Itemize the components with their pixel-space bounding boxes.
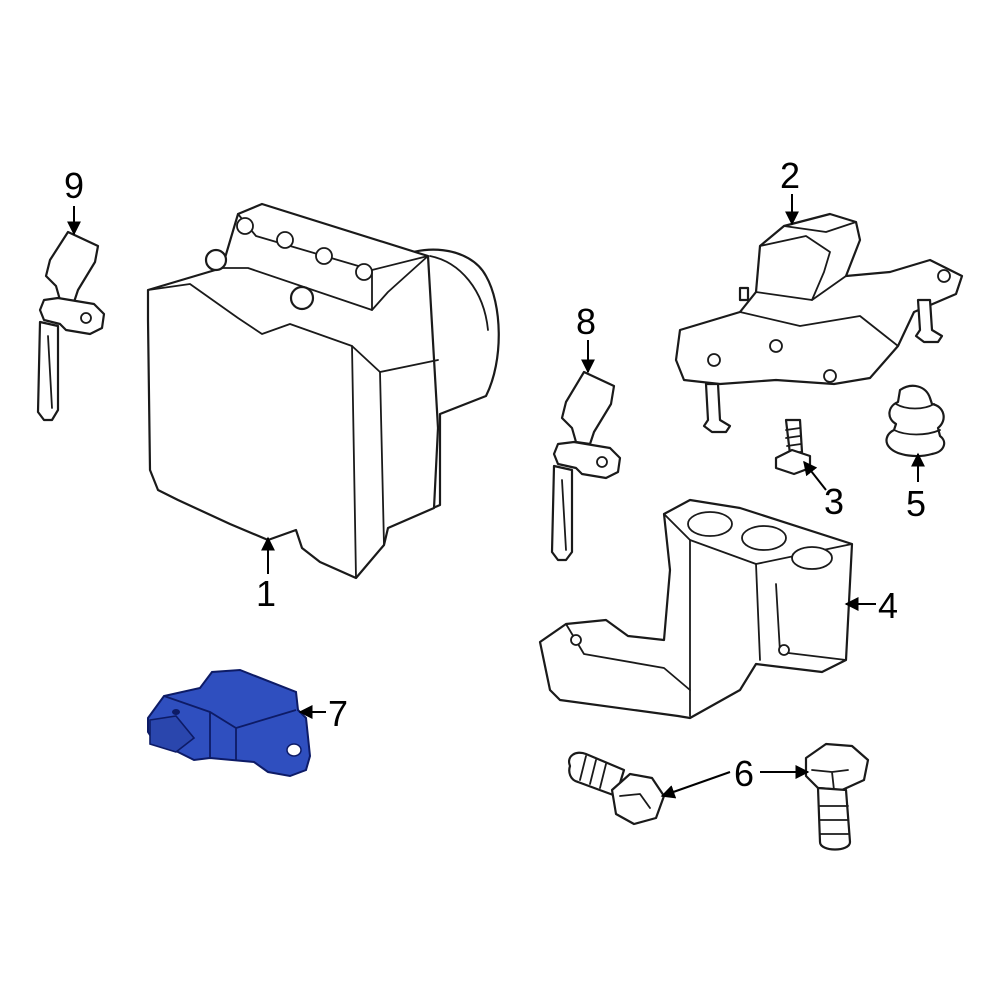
callout-4-label: 4 [878, 585, 898, 626]
part-3-bolt[interactable] [774, 418, 812, 476]
part-9-speed-sensor[interactable] [36, 230, 106, 422]
part-6-bolt-a[interactable] [568, 751, 666, 826]
callout-3-label: 3 [824, 481, 844, 522]
part-7-yaw-rate-sensor[interactable] [147, 668, 312, 778]
part-2-mounting-bracket[interactable] [674, 212, 964, 434]
callout-8: 8 [576, 301, 596, 374]
callout-7: 7 [298, 693, 348, 734]
callout-8-label: 8 [576, 301, 596, 342]
callout-6-label: 6 [734, 753, 754, 794]
part-4-support-bracket[interactable] [538, 498, 854, 720]
callout-9: 9 [64, 165, 84, 236]
part-1-abs-modulator[interactable] [146, 202, 500, 580]
callout-6: 6 [660, 753, 810, 799]
callout-1-label: 1 [256, 573, 276, 614]
callout-3: 3 [803, 460, 844, 522]
callout-4: 4 [844, 585, 898, 626]
part-6-bolt-b[interactable] [804, 742, 870, 851]
part-8-speed-sensor[interactable] [550, 370, 622, 562]
callout-2: 2 [780, 155, 800, 226]
callout-5: 5 [906, 452, 926, 524]
callout-1: 1 [256, 536, 276, 614]
part-5-insulator[interactable] [885, 384, 946, 458]
callout-7-label: 7 [328, 693, 348, 734]
callout-5-label: 5 [906, 483, 926, 524]
callout-2-label: 2 [780, 155, 800, 196]
callout-9-label: 9 [64, 165, 84, 206]
